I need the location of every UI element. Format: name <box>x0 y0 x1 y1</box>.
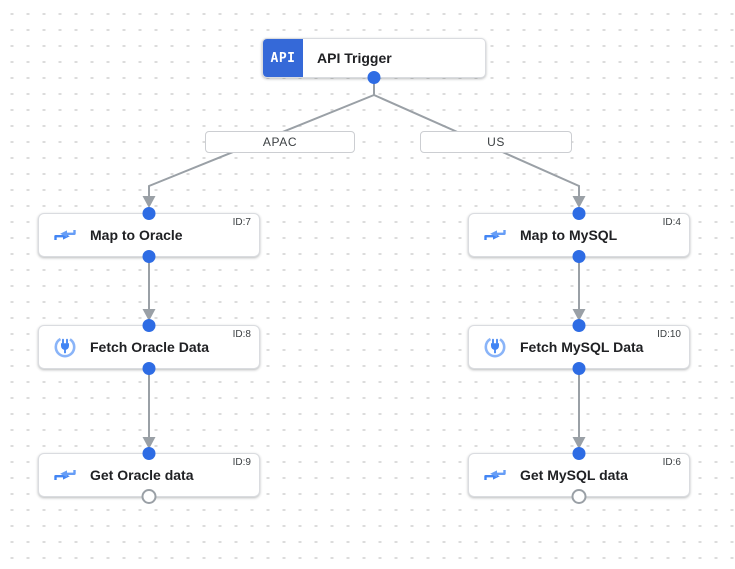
task-node-map-to-mysql[interactable]: Map to MySQL ID:4 <box>468 207 690 263</box>
node-label: Fetch MySQL Data <box>520 339 644 355</box>
end-dot[interactable] <box>141 489 157 504</box>
arrowhead-icon <box>572 196 586 208</box>
arrowhead-icon <box>142 196 156 208</box>
node-label: Fetch Oracle Data <box>90 339 210 355</box>
node-label: Get Oracle data <box>90 467 194 483</box>
connection-dot-bottom[interactable] <box>572 362 586 375</box>
task-node-fetch-mysql-data[interactable]: Fetch MySQL Data ID:10 <box>468 319 690 375</box>
connection-dot-bottom[interactable] <box>367 71 381 84</box>
arrowhead-icon <box>572 309 586 321</box>
node-label: Map to MySQL <box>520 227 618 243</box>
connection-dot-top[interactable] <box>572 447 586 460</box>
node-id-badge: ID:7 <box>232 217 251 228</box>
end-dot[interactable] <box>571 489 587 504</box>
connection-dot-top[interactable] <box>142 319 156 332</box>
edge-label-us[interactable]: US <box>420 131 572 153</box>
edge-label-apac[interactable]: APAC <box>205 131 355 153</box>
connection-dot-top[interactable] <box>572 319 586 332</box>
arrowhead-icon <box>572 437 586 449</box>
node-label: Map to Oracle <box>90 227 183 243</box>
task-node-get-oracle-data[interactable]: Get Oracle data ID:9 <box>38 447 260 504</box>
node-label: Get MySQL data <box>520 467 628 483</box>
connection-dot-bottom[interactable] <box>142 250 156 263</box>
node-id-badge: ID:9 <box>232 457 251 468</box>
node-id-badge: ID:4 <box>662 217 681 228</box>
node-id-badge: ID:6 <box>662 457 681 468</box>
task-node-map-to-oracle[interactable]: Map to Oracle ID:7 <box>38 207 260 263</box>
connection-dot-bottom[interactable] <box>572 250 586 263</box>
api-trigger-icon: API <box>263 39 303 77</box>
connection-dot-top[interactable] <box>572 207 586 220</box>
mapping-icon <box>483 223 507 247</box>
mapping-icon <box>483 463 507 487</box>
node-id-badge: ID:10 <box>657 329 681 340</box>
mapping-icon <box>53 223 77 247</box>
task-node-fetch-oracle-data[interactable]: Fetch Oracle Data ID:8 <box>38 319 260 375</box>
arrowhead-icon <box>142 309 156 321</box>
connector-icon <box>483 335 507 359</box>
trigger-node-api-trigger[interactable]: API API Trigger <box>262 38 486 84</box>
connection-dot-top[interactable] <box>142 447 156 460</box>
connection-dot-top[interactable] <box>142 207 156 220</box>
connector-icon <box>53 335 77 359</box>
connection-dot-bottom[interactable] <box>142 362 156 375</box>
node-id-badge: ID:8 <box>232 329 251 340</box>
trigger-label: API Trigger <box>317 50 392 66</box>
mapping-icon <box>53 463 77 487</box>
task-node-get-mysql-data[interactable]: Get MySQL data ID:6 <box>468 447 690 504</box>
arrowhead-icon <box>142 437 156 449</box>
